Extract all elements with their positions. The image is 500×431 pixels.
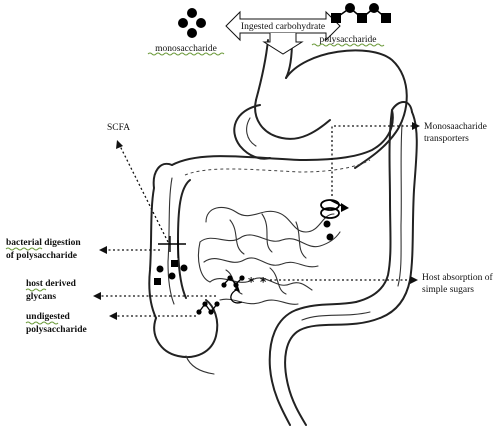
scfa-label: SCFA <box>107 123 130 133</box>
host-glycans-line1: host derived <box>26 279 77 289</box>
bacterial-arrowhead <box>99 246 107 254</box>
scfa-arrow <box>119 145 169 243</box>
monosaccharide-underline <box>147 52 225 56</box>
undigested-line1: undigested <box>26 312 71 322</box>
host-absorption-line1: Host absorption of <box>422 272 494 283</box>
transporters-arrow <box>331 125 412 196</box>
undigested-underline <box>25 321 59 325</box>
double-arrow-icon: Ingested carbohydrate <box>225 10 341 55</box>
undigested-arrowhead <box>109 312 117 320</box>
polysaccharide-label: polysaccharide <box>320 35 377 45</box>
host-glycans-line2: glycans <box>26 292 56 302</box>
undigested-line2: polysaccharide <box>26 325 87 335</box>
monosaccharide-dots-icon <box>178 8 206 38</box>
host-absorption-arrowhead <box>410 276 418 284</box>
bacterial-digestion-line1: bacterial digestion <box>6 238 81 248</box>
undigested-chain-icon <box>196 301 220 315</box>
host-absorption-line2: simple sugars <box>422 285 474 295</box>
bacterial-underline <box>5 247 43 251</box>
svg-text:*: * <box>248 275 255 289</box>
monosaccharide-label: monosaccharide <box>155 44 217 54</box>
small-intestine <box>197 206 341 305</box>
glycan-chain-icon: * * <box>221 275 267 304</box>
transporters-label-line1: Monosaacharide <box>424 122 487 132</box>
digestive-tract <box>148 39 418 426</box>
transporter-icon <box>320 199 349 241</box>
polysaccharide-chain-icon <box>331 3 391 23</box>
transporters-arrowhead <box>412 122 420 130</box>
host-glycans-underline <box>25 288 47 292</box>
host-glycans-arrowhead <box>93 292 101 300</box>
transporters-label-line2: transporters <box>424 134 469 144</box>
svg-text:*: * <box>260 275 267 289</box>
scfa-arrowhead <box>116 140 123 149</box>
polysaccharide-underline <box>311 43 385 47</box>
bacteria-icon <box>154 236 188 285</box>
ingested-carbohydrate-label: Ingested carbohydrate <box>241 22 325 32</box>
bacterial-digestion-line2: of polysaccharide <box>6 251 77 261</box>
